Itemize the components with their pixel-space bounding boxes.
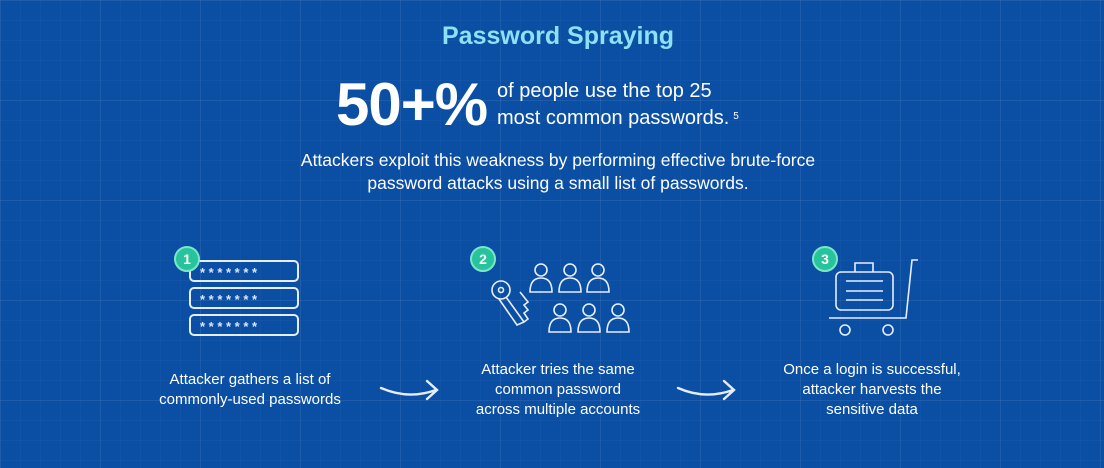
page-title: Password Spraying — [441, 22, 675, 50]
stat-line-1: of people use the top 25 — [497, 80, 712, 102]
caption-line: commonly-used passwords — [159, 391, 341, 408]
caption-line: common password — [495, 381, 621, 398]
masked-password: * * * * * * * — [200, 292, 258, 307]
description: Attackers exploit this weakness by perfo… — [300, 150, 816, 193]
arrow-right-icon — [676, 379, 736, 401]
caption-line: attacker harvests the — [802, 381, 942, 398]
masked-password: * * * * * * * — [200, 319, 258, 334]
step-badge-1: 1 — [174, 246, 200, 272]
caption-line: sensitive data — [826, 401, 918, 418]
caption-line: across multiple accounts — [475, 401, 641, 418]
footnote-marker: 5 — [733, 111, 739, 122]
step-badge-2: 2 — [470, 246, 496, 272]
stat-value: 50+% — [336, 71, 488, 138]
arrow-right-icon — [379, 379, 439, 401]
users-icon — [529, 263, 630, 333]
stat-line-2: most common passwords. — [497, 107, 730, 129]
key-icon — [491, 280, 530, 326]
caption-line: Attacker tries the same — [481, 361, 635, 378]
step-1-caption: Attacker gathers a list of commonly-used… — [120, 370, 380, 410]
stat-text: of people use the top 25 most common pas… — [497, 78, 739, 132]
caption-line: Once a login is successful, — [783, 361, 961, 378]
step-3-caption: Once a login is successful, attacker har… — [742, 360, 1002, 420]
caption-line: Attacker gathers a list of — [169, 371, 331, 388]
step-2-caption: Attacker tries the same common password … — [428, 360, 688, 420]
masked-password: * * * * * * * — [200, 265, 258, 280]
cart-with-briefcase-icon — [829, 259, 918, 336]
step-badge-3: 3 — [812, 246, 838, 272]
